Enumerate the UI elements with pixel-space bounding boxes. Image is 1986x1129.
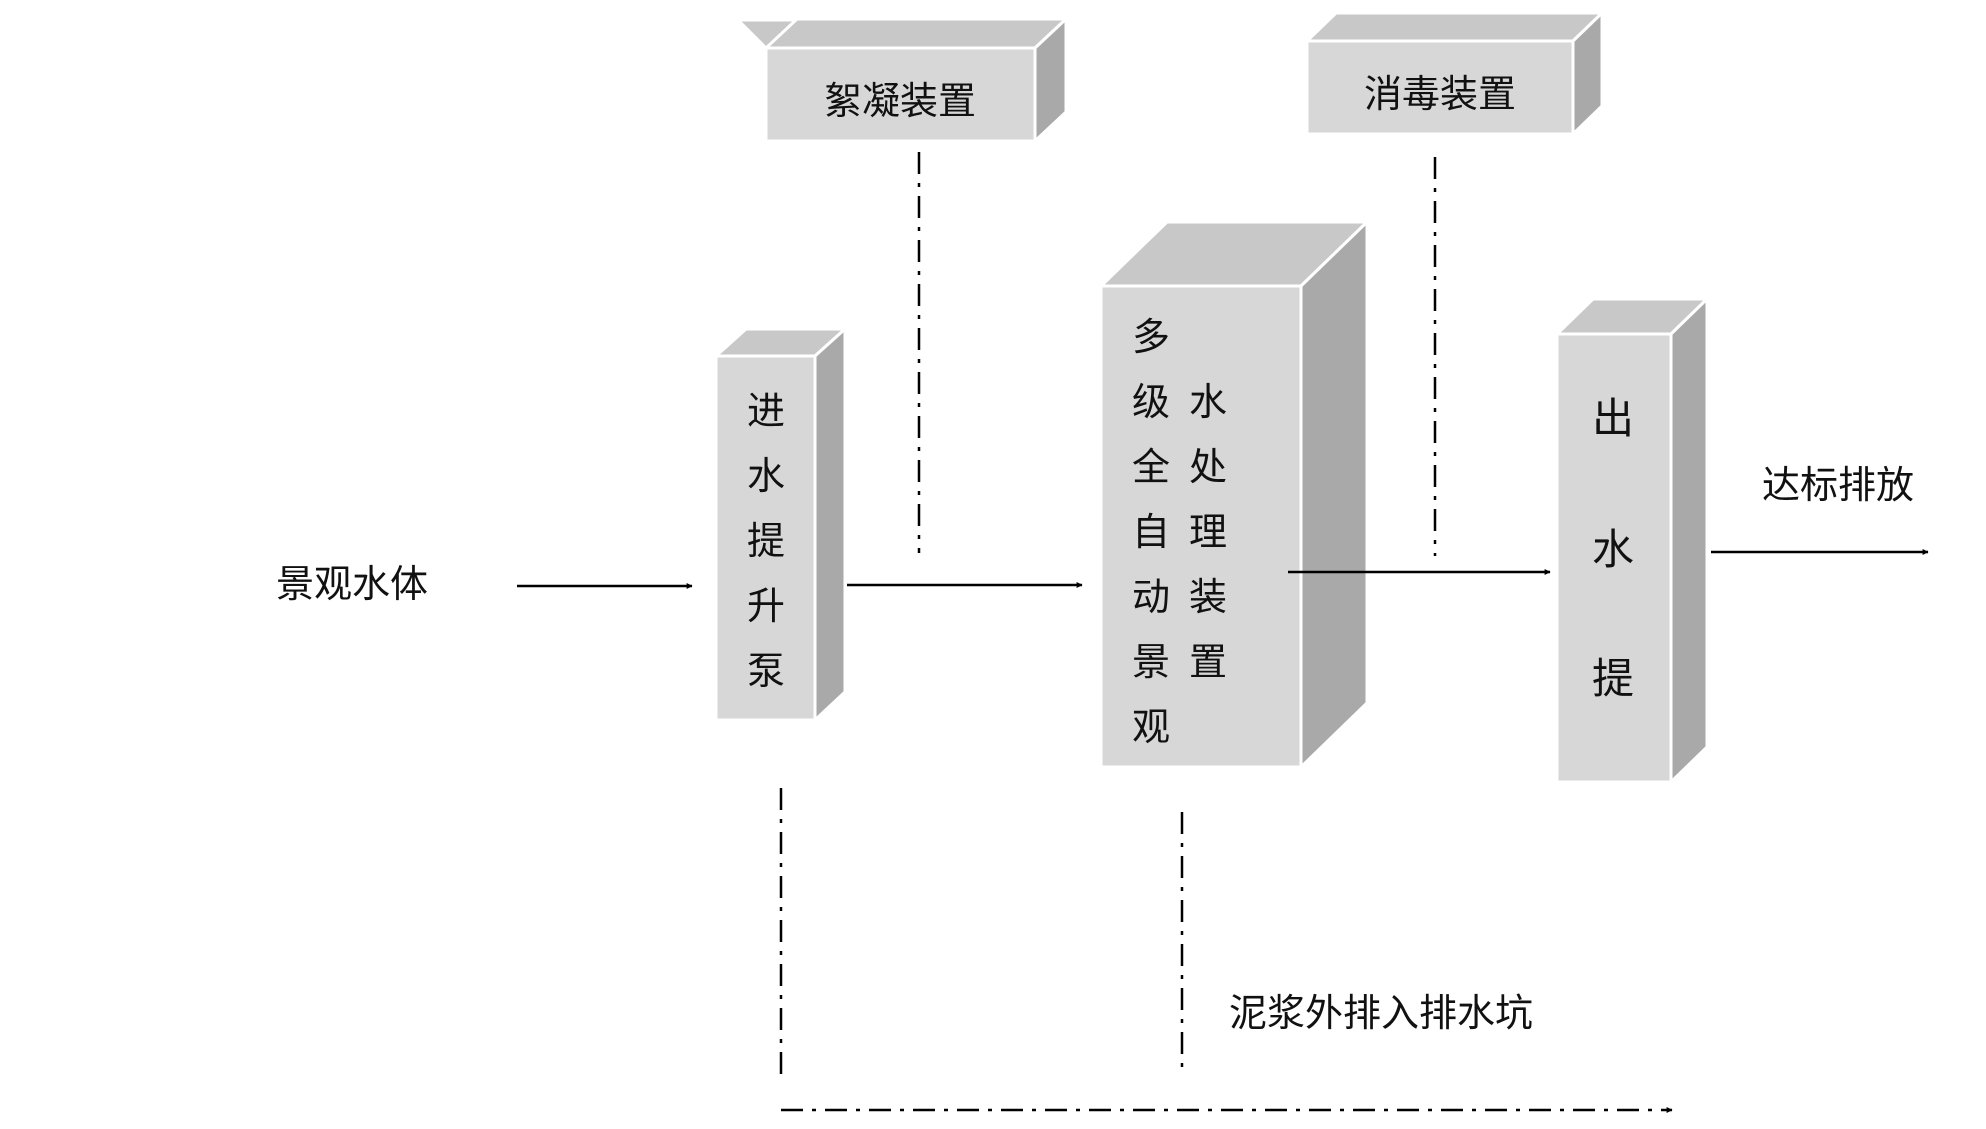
outlet-char: 出: [1592, 394, 1634, 443]
source-label: 景观水体: [276, 562, 428, 606]
treatment-col1-char: 全: [1132, 445, 1170, 489]
disinfection-device-label: 消毒装置: [1364, 72, 1516, 116]
treatment-device-box: 多 级 全 自 动 景 观 水 处 理 装 置: [1097, 218, 1371, 771]
treatment-col1-char: 观: [1132, 705, 1170, 749]
outlet-char: 水: [1592, 525, 1634, 574]
inlet-pump-char: 水: [747, 454, 785, 498]
inlet-pump-char: 升: [747, 584, 785, 628]
treatment-col1-char: 多: [1132, 315, 1170, 359]
inlet-pump-box: 进 水 提 升 泵: [712, 325, 849, 724]
outlet-char: 提: [1592, 654, 1634, 703]
treatment-col2-char: 置: [1189, 640, 1227, 684]
treatment-col2-char: 处: [1189, 445, 1227, 489]
inlet-pump-char: 进: [747, 389, 785, 433]
treatment-col1-char: 景: [1132, 640, 1170, 684]
flocculation-device-box: 絮凝装置: [734, 15, 1070, 145]
flocculation-device-label: 絮凝装置: [824, 79, 976, 123]
treatment-col1-char: 自: [1132, 510, 1170, 554]
discharge-label: 达标排放: [1762, 463, 1914, 507]
inlet-pump-char: 提: [747, 519, 785, 563]
treatment-col2-char: 装: [1189, 575, 1227, 619]
inlet-pump-char: 泵: [747, 649, 785, 693]
sludge-label: 泥浆外排入排水坑: [1229, 991, 1533, 1035]
treatment-col1-char: 级: [1132, 380, 1170, 424]
treatment-col2-char: 水: [1189, 380, 1227, 424]
disinfection-device-box: 消毒装置: [1303, 9, 1606, 138]
treatment-col2-char: 理: [1189, 510, 1227, 554]
treatment-col1-char: 动: [1132, 575, 1170, 619]
outlet-box: 出 水 提: [1553, 295, 1711, 786]
